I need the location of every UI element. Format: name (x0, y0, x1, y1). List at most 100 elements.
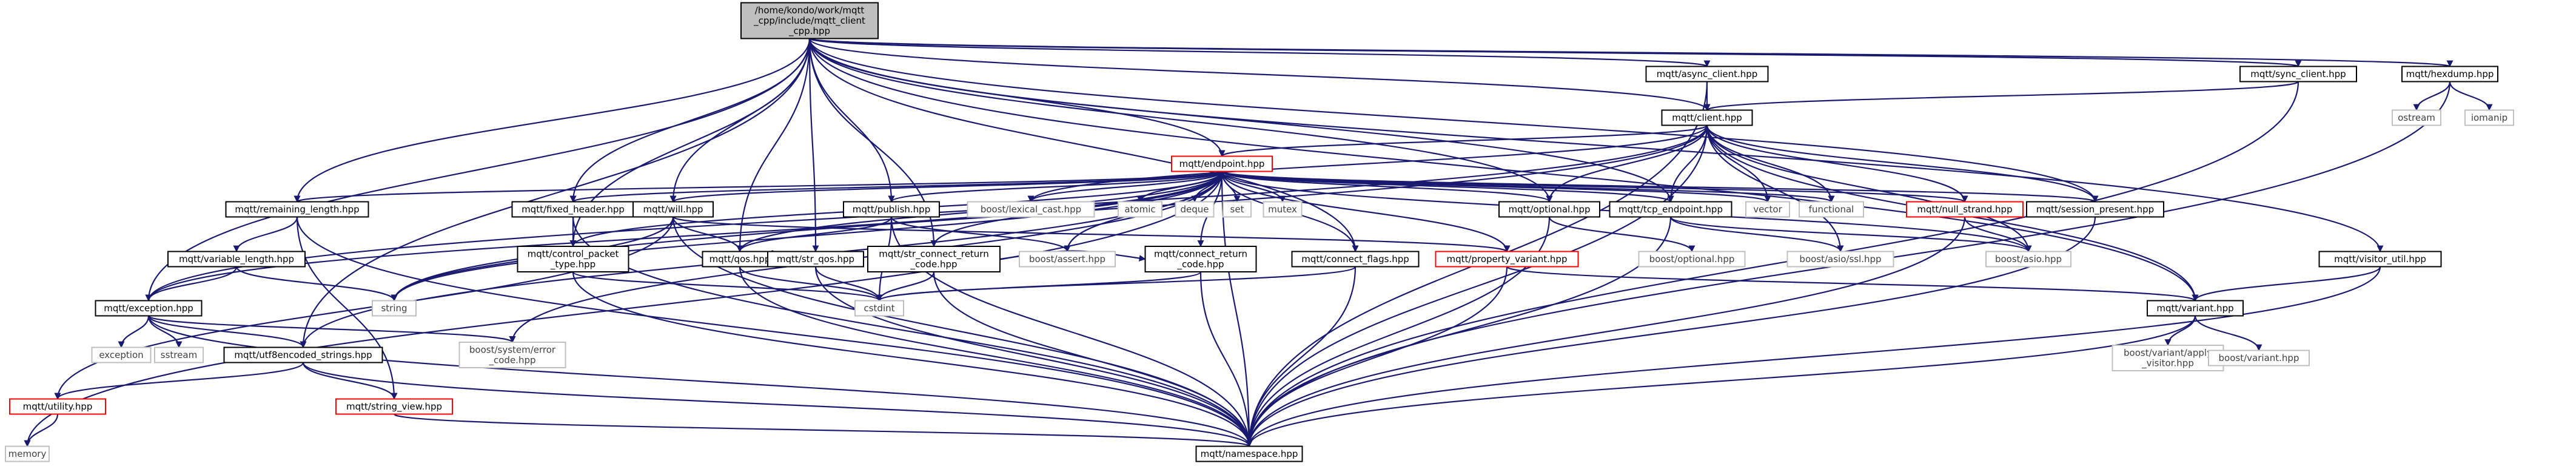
edge-n46-n48 (24, 414, 59, 447)
node-n36[interactable]: mqtt/exception.hpp (95, 300, 203, 317)
node-n18[interactable]: mqtt/tcp_endpoint.hpp (1609, 201, 1732, 218)
node-box (458, 342, 566, 368)
node-label: mqtt/str_connect_return (879, 249, 988, 260)
node-n24[interactable]: mqtt/control_packet_type.hpp (517, 246, 629, 272)
node-n35[interactable]: mqtt/visitor_util.hpp (2318, 251, 2442, 268)
node-label: mqtt/async_client.hpp (1657, 69, 1758, 80)
node-n0[interactable]: /home/kondo/work/mqtt_cpp/include/mqtt_c… (740, 2, 879, 39)
node-box (854, 300, 904, 317)
node-label: mqtt/tcp_endpoint.hpp (1618, 204, 1723, 215)
edge-n25-n38 (739, 266, 883, 302)
node-n30[interactable]: mqtt/connect_flags.hpp (1291, 251, 1420, 268)
node-n6: iomanip (2464, 109, 2514, 126)
node-n47[interactable]: mqtt/string_view.hpp (335, 398, 453, 415)
node-n27[interactable]: mqtt/str_connect_return_code.hpp (867, 246, 1001, 272)
node-box (1609, 201, 1732, 218)
edge-n21-n49 (1246, 217, 1966, 447)
node-n10[interactable]: mqtt/will.hpp (632, 201, 714, 218)
node-n26[interactable]: mqtt/str_qos.hpp (767, 251, 864, 268)
node-box (632, 201, 714, 218)
node-label: mqtt/namespace.hpp (1201, 448, 1298, 459)
edge-n7-n11 (888, 171, 1223, 203)
node-label: mqtt/client.hpp (1672, 112, 1742, 123)
node-box (2239, 66, 2357, 83)
edge-n42-n49 (302, 362, 1253, 447)
edge-n8-n23 (233, 217, 298, 252)
node-box (1291, 251, 1420, 268)
edge-n4-n49 (1246, 125, 1708, 447)
node-n49[interactable]: mqtt/namespace.hpp (1195, 445, 1303, 462)
node-label: _code.hpp (910, 259, 958, 271)
node-n46[interactable]: mqtt/utility.hpp (9, 398, 106, 415)
node-label: mqtt/sync_client.hpp (2250, 69, 2346, 80)
node-box (223, 346, 383, 363)
edge-n7-n12 (1027, 171, 1223, 203)
node-n7[interactable]: mqtt/endpoint.hpp (1171, 155, 1273, 172)
node-label: mqtt/hexdump.hpp (2406, 69, 2494, 79)
node-label: mqtt/fixed_header.hpp (522, 204, 625, 215)
node-n1[interactable]: mqtt/async_client.hpp (1645, 66, 1769, 83)
edge-n7-n8 (294, 171, 1223, 203)
node-box (2026, 201, 2164, 218)
node-n13: atomic (1118, 201, 1162, 218)
edge-n4-n7 (1218, 124, 1708, 157)
node-label: deque (1180, 204, 1209, 215)
node-n21[interactable]: mqtt/null_strand.hpp (1906, 201, 2024, 218)
node-label: mqtt/optional.hpp (1508, 204, 1590, 215)
node-box (511, 201, 635, 218)
node-label: mqtt/null_strand.hpp (1917, 204, 2012, 215)
node-box (2147, 300, 2244, 317)
node-label: boost/asio/ssl.hpp (1799, 254, 1881, 265)
node-n15: set (1223, 201, 1252, 218)
edge-n35-n49 (1246, 266, 2381, 447)
edge-n7-n49 (1221, 171, 1253, 447)
edge-n0-n8 (293, 38, 811, 203)
node-box (91, 346, 152, 363)
edge-n39-n45 (2194, 316, 2262, 351)
node-label: mqtt/visitor_util.hpp (2334, 254, 2426, 265)
node-label: mqtt/connect_flags.hpp (1301, 254, 1409, 265)
node-n3[interactable]: mqtt/hexdump.hpp (2401, 66, 2498, 83)
node-box (1435, 251, 1579, 268)
edge-n0-n22 (808, 38, 2099, 203)
node-n8[interactable]: mqtt/remaining_length.hpp (225, 201, 369, 218)
node-label: boost/optional.hpp (1649, 254, 1735, 265)
edge-n39-n44 (2164, 316, 2196, 346)
node-n23[interactable]: mqtt/variable_length.hpp (167, 251, 306, 268)
node-box (1223, 201, 1252, 218)
node-n42[interactable]: mqtt/utf8encoded_strings.hpp (223, 346, 383, 363)
node-n19: vector (1745, 201, 1790, 218)
edge-n10-n46 (54, 217, 674, 400)
node-n4[interactable]: mqtt/client.hpp (1661, 109, 1753, 126)
edge-n7-n17 (1221, 171, 1553, 203)
node-box (740, 2, 879, 39)
edge-n30-n49 (1246, 266, 1357, 447)
node-n22[interactable]: mqtt/session_present.hpp (2026, 201, 2164, 218)
node-label: mqtt/utf8encoded_strings.hpp (234, 350, 372, 361)
node-n11[interactable]: mqtt/publish.hpp (843, 201, 940, 218)
edge-n17-n32 (1548, 217, 1696, 252)
node-n31[interactable]: mqtt/property_variant.hpp (1435, 251, 1579, 268)
node-n28: boost/assert.hpp (1019, 251, 1116, 268)
node-n29[interactable]: mqtt/connect_return_code.hpp (1144, 246, 1257, 272)
node-n9[interactable]: mqtt/fixed_header.hpp (511, 201, 635, 218)
node-label: boost/assert.hpp (1029, 254, 1105, 265)
edge-n23-n36 (145, 266, 238, 302)
edge-n35-n39 (2192, 266, 2381, 302)
node-label: mqtt/session_present.hpp (2036, 204, 2154, 215)
node-n25[interactable]: mqtt/qos.hpp (702, 251, 778, 268)
node-n17[interactable]: mqtt/optional.hpp (1498, 201, 1600, 218)
node-box (702, 251, 778, 268)
edge-n7-n20 (1221, 171, 1835, 203)
node-box (9, 398, 106, 415)
node-box (225, 201, 369, 218)
dependency-edges (24, 38, 2493, 447)
node-label: mutex (1268, 204, 1297, 215)
node-label: /home/kondo/work/mqtt (755, 5, 865, 16)
node-box (372, 300, 417, 317)
node-n39[interactable]: mqtt/variant.hpp (2147, 300, 2244, 317)
node-label: mqtt/utility.hpp (23, 401, 93, 412)
edge-n7-n36 (145, 171, 1223, 302)
edge-n26-n49 (814, 266, 1253, 447)
node-n2[interactable]: mqtt/sync_client.hpp (2239, 66, 2357, 83)
